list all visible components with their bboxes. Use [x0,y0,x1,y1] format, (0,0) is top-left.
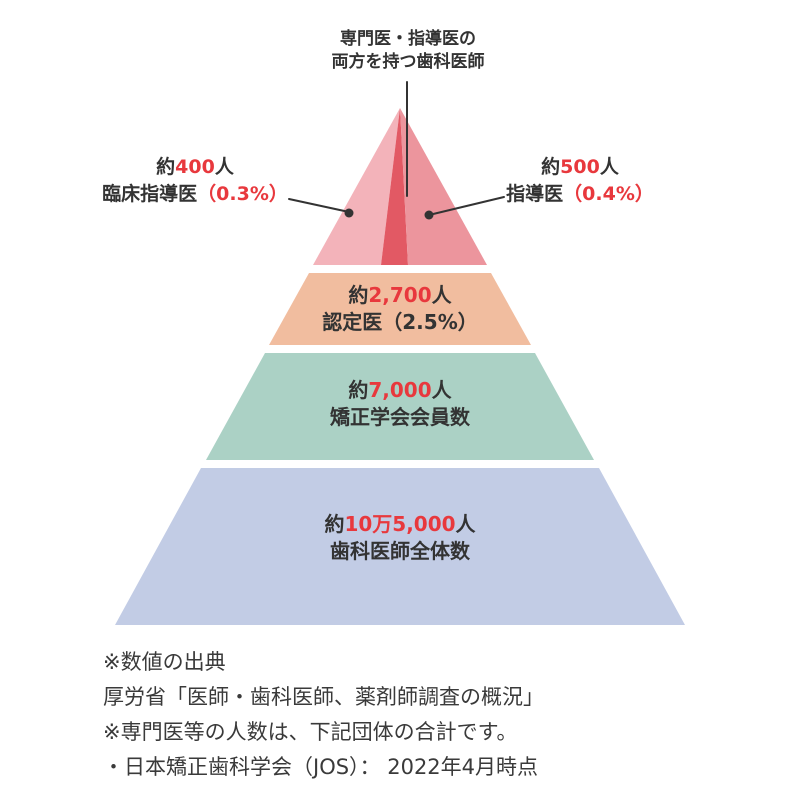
source-note-line: ・日本矯正歯科学会（JOS）： 2022年4月時点 [103,755,539,779]
tier-zentai-name: 歯科医師全体数 [330,539,470,563]
tier-top-left-segment [313,108,400,265]
percentage: （2.5%） [382,310,478,334]
left-annotation-count: 約400人 [95,154,295,181]
count-number: 10万5,000 [344,512,456,536]
right-annotation-label: 指導医（0.4%） [500,181,660,208]
right-annotation-dot [424,210,434,220]
top-annotation-line1: 専門医・指導医の [340,29,476,49]
count-suffix: 人 [431,283,452,307]
tier-nintei-count: 約2,700人 [280,282,520,309]
count-suffix: 人 [214,156,234,178]
count-prefix: 約 [324,512,345,536]
top-annotation-line2: 両方を持つ歯科医師 [331,52,485,72]
role-label: 認定医 [322,310,383,334]
right-annotation-count: 約500人 [500,154,660,181]
right-annotation-leader-line [428,196,505,216]
left-annotation-label: 臨床指導医（0.3%） [95,181,295,208]
tier-kaiin-name: 矯正学会会員数 [330,405,470,429]
tier-top-overlap-stripe [381,108,408,265]
percentage: （0.3%） [197,183,288,205]
tier-nintei-label: 約2,700人 認定医（2.5%） [280,282,520,336]
tier-zentai-count: 約10万5,000人 [280,511,520,538]
source-note-line: ※専門医等の人数は、下記団体の合計です。 [103,720,518,744]
percentage: （0.4%） [563,183,654,205]
count-suffix: 人 [599,156,619,178]
left-annotation-dot [344,208,354,218]
count-suffix: 人 [431,378,452,402]
tier-kaiin-label: 約7,000人 矯正学会会員数 [280,377,520,431]
count-prefix: 約 [348,283,369,307]
tier-zentai-label: 約10万5,000人 歯科医師全体数 [280,511,520,565]
left-annotation: 約400人 臨床指導医（0.3%） [95,154,295,208]
source-note-line: 厚労省「医師・歯科医師、薬剤師調査の概況」 [103,685,544,709]
count-number: 7,000 [368,378,432,402]
count-number: 2,700 [368,283,432,307]
tier-top-right-segment [400,108,487,265]
count-prefix: 約 [348,378,369,402]
tier-kaiin-count: 約7,000人 [280,377,520,404]
role-label: 臨床指導医 [102,183,198,205]
source-note-line: ※数値の出典 [103,650,226,674]
top-annotation: 専門医・指導医の 両方を持つ歯科医師 [278,28,538,74]
tier-zentai-band [115,468,685,625]
count-prefix: 約 [541,156,561,178]
role-label: 指導医 [506,183,564,205]
tier-nintei-name: 認定医（2.5%） [280,309,520,336]
source-notes: ※数値の出典 厚労省「医師・歯科医師、薬剤師調査の概況」 ※専門医等の人数は、下… [103,645,544,785]
tier-kaiin-band [206,353,594,460]
count-number: 400 [175,156,215,178]
right-annotation: 約500人 指導医（0.4%） [500,154,660,208]
tier-nintei-band [269,273,531,345]
count-prefix: 約 [156,156,176,178]
count-suffix: 人 [455,512,476,536]
left-annotation-leader-line [288,198,350,213]
count-number: 500 [560,156,600,178]
